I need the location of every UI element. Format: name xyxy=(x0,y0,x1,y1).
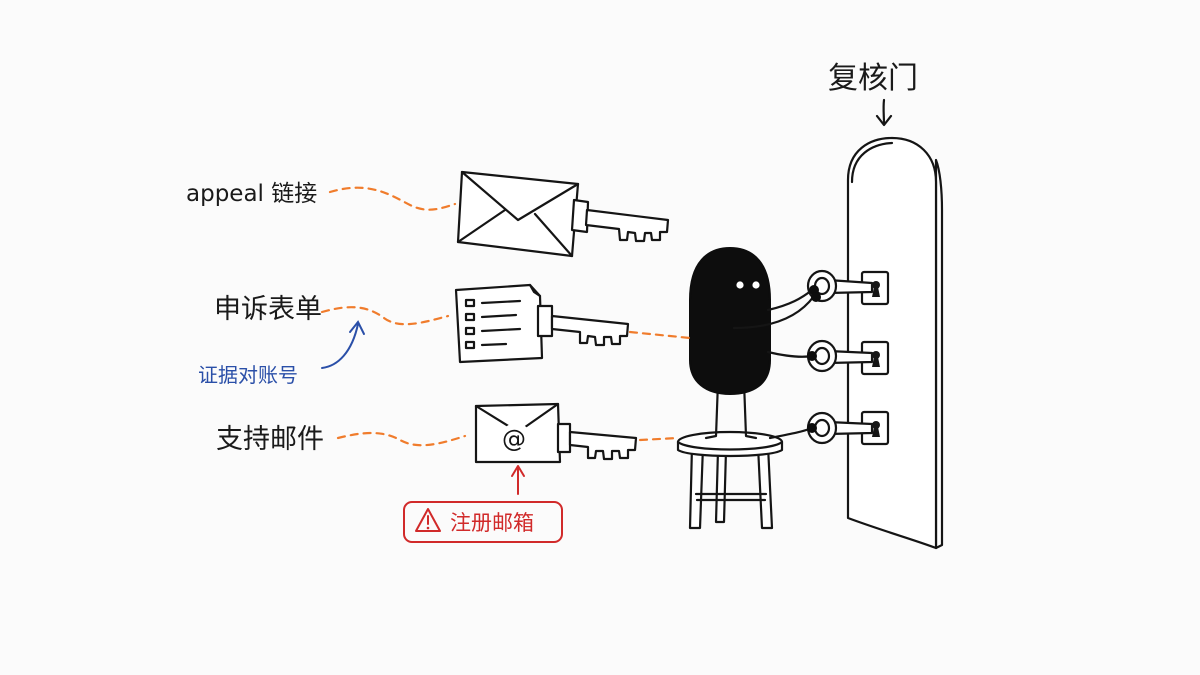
channel-label-appeal: appeal 链接 xyxy=(186,181,317,207)
door-icon xyxy=(846,136,944,550)
form-icon xyxy=(454,283,544,364)
key-icon xyxy=(570,198,670,243)
character-icon xyxy=(689,246,821,440)
envelope-icon xyxy=(456,170,580,258)
key-icon xyxy=(806,411,874,445)
dash-connector xyxy=(328,186,457,211)
form-note: 证据对账号 xyxy=(198,363,298,387)
keyhole-icon xyxy=(860,410,890,446)
dash-connector xyxy=(320,306,450,326)
dash-connector xyxy=(638,436,680,442)
channel-label-form: 申诉表单 xyxy=(214,294,322,325)
stool-icon xyxy=(676,430,784,530)
note-arrow xyxy=(321,323,359,369)
door-title-group: 复核门 xyxy=(828,61,918,127)
door-face xyxy=(846,136,938,550)
email-at-symbol: @ xyxy=(502,425,526,453)
key-icon xyxy=(806,339,874,373)
warning-triangle-icon xyxy=(415,508,441,532)
dash-connector xyxy=(336,431,467,447)
dash-connector xyxy=(628,330,692,340)
key-icon xyxy=(806,269,874,303)
door-title: 复核门 xyxy=(828,61,918,96)
key-icon xyxy=(536,304,630,347)
keyhole-icon xyxy=(860,340,890,376)
email-at-icon: @ xyxy=(474,402,562,464)
key-icon xyxy=(556,422,638,461)
channel-label-email: 支持邮件 xyxy=(216,424,324,455)
keyhole-icon xyxy=(860,270,890,306)
warning-label: 注册邮箱 xyxy=(450,511,534,535)
warning-box: 注册邮箱 xyxy=(403,501,563,543)
